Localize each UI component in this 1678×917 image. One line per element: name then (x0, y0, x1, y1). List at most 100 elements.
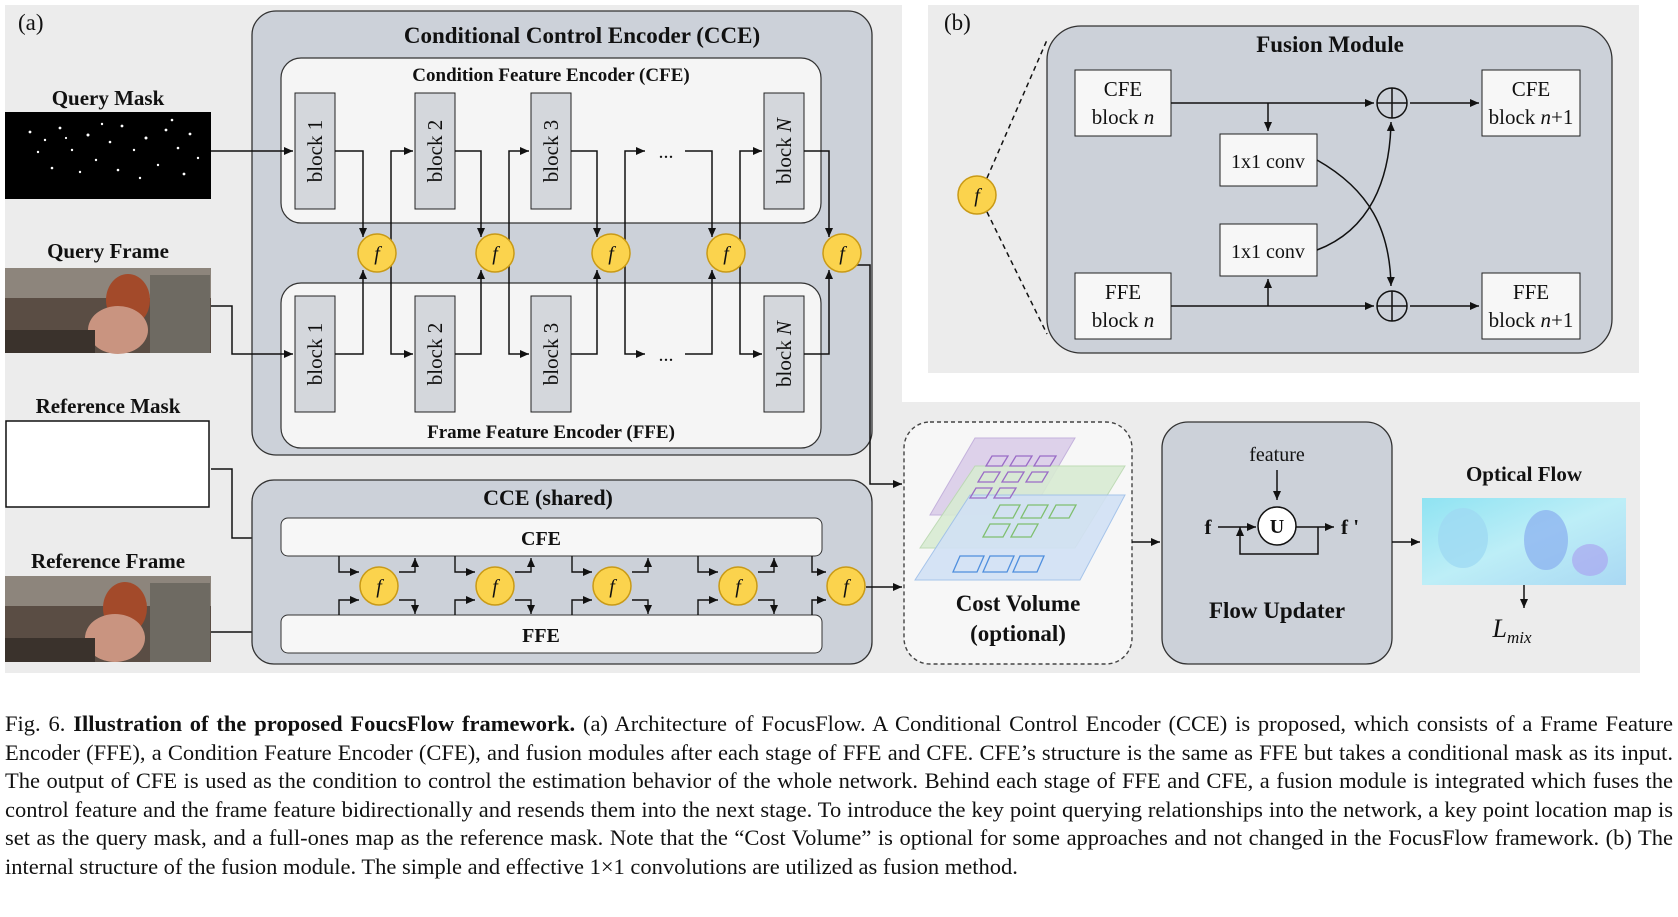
ffe-block-2: block 2 (414, 295, 456, 413)
fusion-node: f (357, 233, 397, 273)
cce-shared-cfe-label: CFE (521, 528, 561, 550)
query-mask-label: Query Mask (52, 86, 165, 110)
flow-updater-feature: feature (1249, 444, 1305, 466)
flow-updater-f-out: f ' (1341, 515, 1359, 539)
fm-ffe-out (1481, 272, 1581, 340)
optical-flow-image (1422, 498, 1626, 585)
svg-text:block n+1: block n+1 (1489, 105, 1574, 129)
fm-conv-top (1219, 133, 1318, 187)
svg-text:block 3: block 3 (539, 323, 563, 385)
query-frame-label: Query Frame (47, 239, 169, 263)
svg-text:1x1 conv: 1x1 conv (1231, 241, 1305, 263)
cce-shared-cfe (280, 517, 823, 557)
svg-text:block N: block N (772, 320, 796, 387)
fm-conv-bottom (1219, 223, 1318, 277)
svg-text:1x1 conv: 1x1 conv (1231, 151, 1305, 173)
svg-text:CFE: CFE (1104, 77, 1143, 101)
focusflow-diagram: (a) Conditional Control Encoder (CCE) Co… (5, 5, 1640, 673)
loss-label: Lmix (1491, 614, 1531, 647)
cfe-block-2: block 2 (414, 92, 456, 210)
cce-title: Conditional Control Encoder (CCE) (404, 23, 760, 48)
svg-text:FFE: FFE (1513, 280, 1549, 304)
fusion-node: f (591, 233, 631, 273)
svg-text:f: f (609, 576, 617, 598)
fusion-node: f (592, 566, 632, 606)
cce-shared-ffe-label: FFE (522, 625, 560, 647)
fusion-node: f (475, 233, 515, 273)
svg-text:U: U (1270, 516, 1284, 538)
cfe-block-3: block 3 (530, 92, 572, 210)
cce-shared-ffe (280, 614, 823, 654)
svg-text:f: f (492, 576, 500, 598)
query-mask-points (28, 118, 200, 180)
svg-text:FFE: FFE (1105, 280, 1141, 304)
panel-a-label: (a) (18, 10, 44, 35)
svg-text:f: f (839, 243, 847, 265)
cfe-title: Condition Feature Encoder (CFE) (412, 65, 689, 86)
fusion-module-box (1046, 25, 1613, 354)
caption-body: (a) Architecture of FocusFlow. A Conditi… (5, 711, 1674, 879)
flow-updater-f-in: f (1205, 515, 1213, 539)
cost-volume-icon (914, 437, 1126, 581)
cost-volume-subtitle: (optional) (970, 621, 1066, 646)
fusion-node: f (718, 566, 758, 606)
svg-text:f: f (608, 243, 616, 265)
fm-add-bottom-icon (1376, 290, 1408, 322)
svg-text:block 2: block 2 (423, 323, 447, 385)
panel-b-fusion-symbol: f (957, 175, 997, 215)
fusion-module-wiring (1171, 99, 1479, 310)
caption-prefix: Fig. 6. (5, 711, 66, 736)
fm-cfe-in (1074, 69, 1172, 137)
svg-text:block n: block n (1092, 105, 1154, 129)
ffe-title: Frame Feature Encoder (FFE) (427, 422, 675, 443)
cost-volume-title: Cost Volume (956, 591, 1081, 616)
reference-mask-image (5, 420, 210, 508)
fusion-node: f (822, 233, 862, 273)
cce-shared-fusion-nodes: f f f f f (359, 566, 866, 606)
svg-text:CFE: CFE (1512, 77, 1551, 101)
fm-cfe-out (1481, 69, 1581, 137)
svg-text:f: f (492, 243, 500, 265)
fusion-node: f (706, 233, 746, 273)
svg-text:block 1: block 1 (303, 323, 327, 385)
fusion-node: f (359, 566, 399, 606)
cfe-block-n: block N (763, 92, 805, 210)
svg-text:block 3: block 3 (539, 120, 563, 182)
fm-add-top-icon (1376, 87, 1408, 119)
reference-mask-label: Reference Mask (36, 394, 181, 418)
query-frame-image (5, 268, 211, 354)
svg-text:f: f (374, 243, 382, 265)
svg-text:block n: block n (1092, 308, 1154, 332)
fusion-module-title: Fusion Module (1256, 32, 1404, 57)
ffe-ellipsis: ... (659, 344, 674, 366)
svg-text:f: f (723, 243, 731, 265)
cce-shared-title: CCE (shared) (483, 485, 613, 510)
svg-text:f: f (974, 185, 982, 207)
cce-wiring (335, 147, 902, 488)
cce-fusion-nodes: f f f f f (357, 233, 862, 273)
svg-text:f: f (376, 576, 384, 598)
reference-frame-image (5, 576, 211, 662)
flow-updater-title: Flow Updater (1209, 598, 1345, 623)
fusion-node: f (826, 566, 866, 606)
query-mask-image (5, 112, 211, 199)
caption-bold: Illustration of the proposed FoucsFlow f… (73, 711, 576, 736)
optical-flow-label: Optical Flow (1466, 462, 1583, 486)
cce-shared-wiring (338, 556, 902, 615)
fusion-node: f (475, 566, 515, 606)
figure-caption: Fig. 6. Illustration of the proposed Fou… (5, 710, 1673, 881)
svg-text:f: f (735, 576, 743, 598)
svg-text:block 1: block 1 (303, 120, 327, 182)
ffe-block-1: block 1 (294, 295, 336, 413)
cfe-ellipsis: ... (659, 141, 674, 163)
reference-frame-label: Reference Frame (31, 549, 185, 573)
query-frame-arrow (211, 305, 293, 358)
flow-updater-unit (1257, 506, 1297, 546)
ffe-block-3: block 3 (530, 295, 572, 413)
svg-text:block N: block N (772, 117, 796, 184)
svg-text:block 2: block 2 (423, 120, 447, 182)
svg-text:block n+1: block n+1 (1489, 308, 1574, 332)
ffe-block-n: block N (763, 295, 805, 413)
panel-b-label: (b) (944, 10, 971, 35)
cfe-block-1: block 1 (294, 92, 336, 210)
